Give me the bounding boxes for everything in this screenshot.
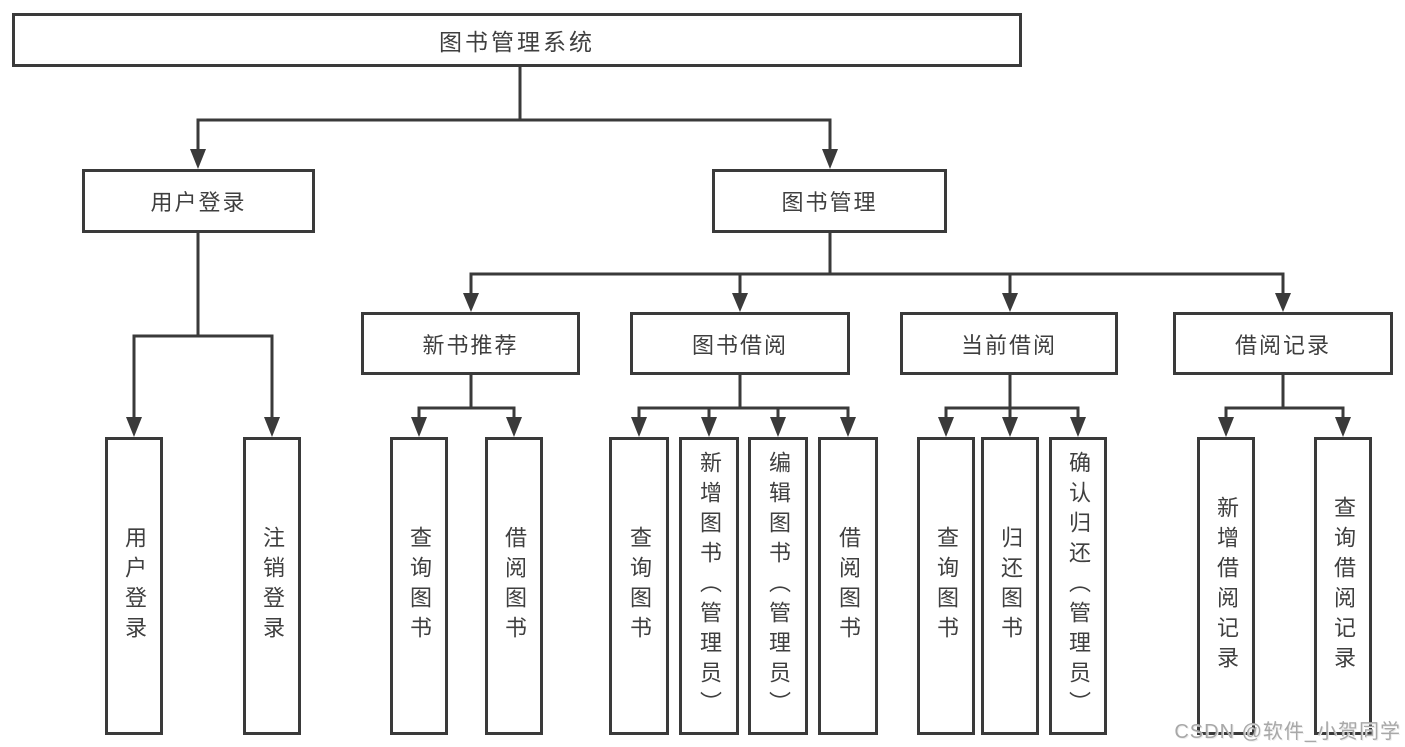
csdn-watermark: CSDN @软件_小贺同学 [1174,721,1401,743]
connector-borrowing-records-to-leaves [1224,373,1345,421]
leaf-logout: 注销登录 [243,437,301,735]
connector-current-borrowing-to-leaves [944,373,1080,421]
node-book-management: 图书管理 [712,169,947,233]
leaf-add-book-admin: 新增图书（管理员） [679,437,739,735]
node-book-borrowing: 图书借阅 [630,312,850,375]
connector-root-to-level2 [196,64,832,153]
node-new-book-recommend: 新书推荐 [361,312,580,375]
connector-new-book-recommend-to-leaves [417,373,516,421]
node-current-borrowing: 当前借阅 [900,312,1118,375]
leaf-return-book: 归还图书 [981,437,1039,735]
connector-book-borrowing-to-leaves [637,373,850,421]
leaf-add-borrow-record: 新增借阅记录 [1197,437,1255,735]
connector-user-login-to-leaves [132,231,274,421]
leaf-query-borrow-record: 查询借阅记录 [1314,437,1372,735]
leaf-edit-book-admin: 编辑图书（管理员） [748,437,808,735]
leaf-user-login: 用户登录 [105,437,163,735]
connector-book-management-to-level3 [469,231,1285,296]
leaf-query-books-borrowing: 查询图书 [609,437,669,735]
leaf-borrow-books-recommend: 借阅图书 [485,437,543,735]
leaf-query-books-current: 查询图书 [917,437,975,735]
node-borrowing-records: 借阅记录 [1173,312,1393,375]
node-root: 图书管理系统 [12,13,1022,67]
leaf-borrow-books-borrowing: 借阅图书 [818,437,878,735]
node-user-login: 用户登录 [82,169,315,233]
leaf-query-books-recommend: 查询图书 [390,437,448,735]
leaf-confirm-return-admin: 确认归还（管理员） [1049,437,1107,735]
